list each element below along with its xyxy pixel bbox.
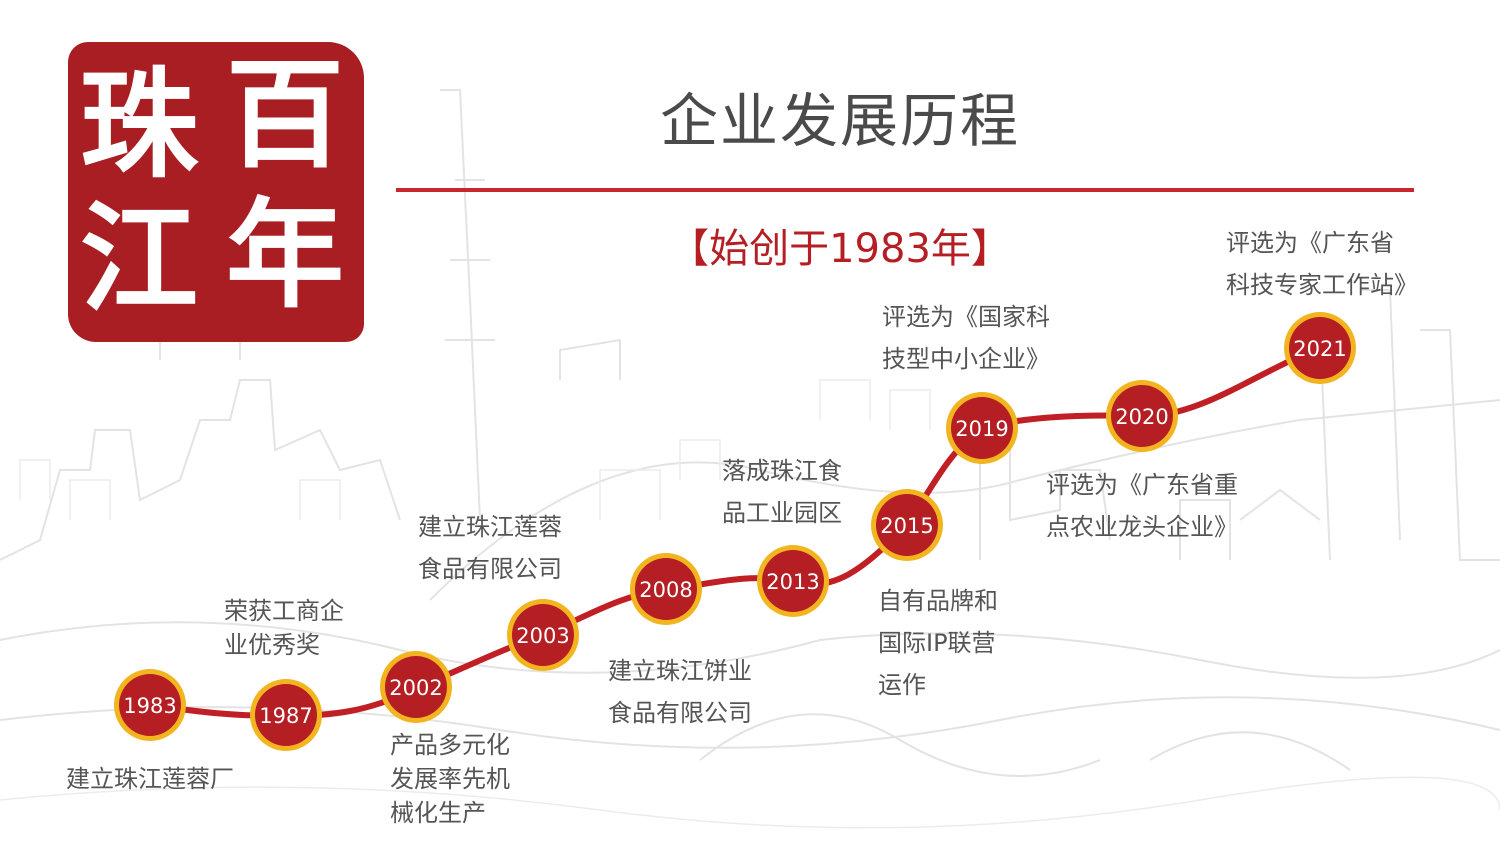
milestone-desc-2003: 建立珠江莲蓉 食品有限公司 — [418, 506, 562, 590]
timeline-node-2003: 2003 — [507, 599, 579, 671]
timeline-node-1987: 1987 — [250, 679, 322, 751]
node-year-label: 2013 — [766, 570, 819, 594]
desc-line: 点农业龙头企业》 — [1046, 513, 1238, 541]
desc-line: 评选为《广东省 — [1226, 229, 1394, 257]
milestone-desc-2008: 建立珠江饼业 食品有限公司 — [608, 650, 752, 734]
node-core — [255, 684, 317, 746]
desc-line: 建立珠江莲蓉 — [418, 513, 562, 541]
desc-line: 食品有限公司 — [418, 555, 562, 583]
node-core — [951, 397, 1013, 459]
desc-line: 发展率先机 — [390, 765, 510, 793]
timeline-nodes: 1983 1987 2002 2003 2008 2013 2015 2019 2020 2021 — [114, 312, 1356, 751]
title-divider — [396, 188, 1414, 192]
desc-line: 建立珠江莲蓉厂 — [66, 765, 234, 793]
seal-char-jiang: 江 — [79, 189, 198, 328]
node-core — [1289, 317, 1351, 379]
desc-line: 落成珠江食 — [722, 457, 842, 485]
desc-line: 械化生产 — [390, 799, 486, 827]
node-year-label: 2019 — [955, 417, 1008, 441]
node-year-label: 2021 — [1293, 337, 1346, 361]
node-year-label: 2015 — [880, 514, 933, 538]
timeline-node-2019: 2019 — [946, 392, 1018, 464]
desc-line: 产品多元化 — [390, 731, 510, 759]
desc-line: 建立珠江饼业 — [608, 657, 752, 685]
timeline-node-2020: 2020 — [1106, 380, 1178, 452]
milestone-desc-2020: 评选为《广东省重 点农业龙头企业》 — [1046, 464, 1238, 548]
milestone-desc-1987: 荣获工商企 业优秀奖 — [224, 590, 344, 666]
milestone-desc-2015: 自有品牌和 国际IP联营 运作 — [878, 580, 998, 706]
desc-line: 品工业园区 — [722, 499, 842, 527]
desc-line: 评选为《国家科 — [882, 303, 1050, 331]
node-core — [512, 604, 574, 666]
node-core — [119, 674, 181, 736]
founded-subtitle: 【始创于1983年】 — [669, 226, 1011, 272]
desc-line: 业优秀奖 — [224, 631, 320, 659]
page-title: 企业发展历程 — [659, 87, 1020, 155]
desc-line: 食品有限公司 — [608, 699, 752, 727]
brand-seal-logo: 珠 百 江 年 — [68, 42, 364, 342]
timeline-path — [147, 345, 1323, 720]
desc-line: 评选为《广东省重 — [1046, 471, 1238, 499]
timeline-node-1983: 1983 — [114, 669, 186, 741]
timeline-node-2021: 2021 — [1284, 312, 1356, 384]
node-core — [762, 550, 824, 612]
node-core — [635, 558, 697, 620]
node-year-label: 2020 — [1115, 405, 1168, 429]
milestone-desc-2002: 产品多元化 发展率先机 械化生产 — [390, 728, 510, 830]
node-year-label: 1987 — [259, 704, 312, 728]
desc-line: 技型中小企业》 — [882, 345, 1050, 373]
milestone-desc-2019: 评选为《国家科 技型中小企业》 — [882, 296, 1050, 380]
desc-line: 荣获工商企 — [224, 597, 344, 625]
timeline-node-2015: 2015 — [871, 489, 943, 561]
timeline-node-2008: 2008 — [630, 553, 702, 625]
milestone-desc-1983: 建立珠江莲蓉厂 — [66, 758, 234, 800]
desc-line: 国际IP联营 — [878, 629, 996, 657]
node-year-label: 2003 — [516, 624, 569, 648]
seal-char-nian: 年 — [225, 185, 344, 324]
desc-line: 自有品牌和 — [878, 587, 998, 615]
node-core — [385, 656, 447, 718]
node-core — [876, 494, 938, 556]
milestone-desc-2021: 评选为《广东省 科技专家工作站》 — [1226, 222, 1418, 306]
seal-char-zhu: 珠 — [79, 55, 198, 194]
node-year-label: 1983 — [123, 694, 176, 718]
timeline-node-2013: 2013 — [757, 545, 829, 617]
timeline-node-2002: 2002 — [380, 651, 452, 723]
node-year-label: 2002 — [389, 676, 442, 700]
desc-line: 运作 — [878, 671, 926, 699]
milestone-desc-2013: 落成珠江食 品工业园区 — [722, 450, 842, 534]
seal-char-bai: 百 — [225, 45, 344, 184]
desc-line: 科技专家工作站》 — [1226, 271, 1418, 299]
node-year-label: 2008 — [639, 578, 692, 602]
node-core — [1111, 385, 1173, 447]
